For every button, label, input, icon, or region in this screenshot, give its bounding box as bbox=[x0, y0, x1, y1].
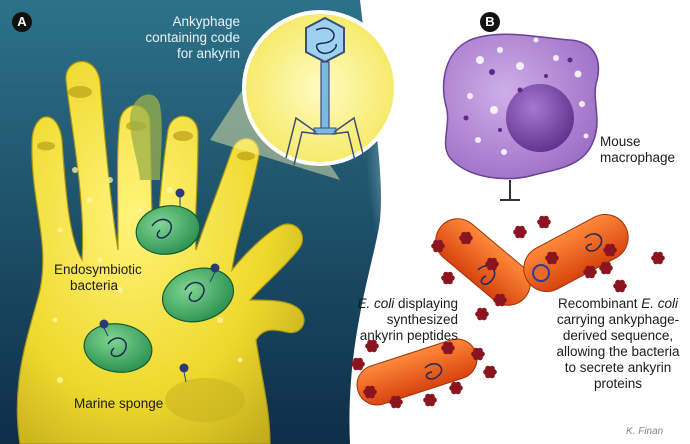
label-ecoli-displaying-line-2: synthesized bbox=[386, 312, 458, 327]
label-endosymbiotic-line-1: Endosymbiotic bbox=[54, 262, 142, 277]
artist-signature: K. Finan bbox=[626, 426, 664, 437]
ankyrin-protein bbox=[471, 347, 485, 361]
label-ecoli-displaying: E. coli displaying synthesized ankyrin p… bbox=[342, 296, 458, 344]
ankyrin-protein bbox=[483, 365, 497, 379]
ankyrin-protein bbox=[449, 381, 463, 395]
ankyrin-protein bbox=[545, 251, 559, 265]
ecoli-displaying bbox=[356, 218, 531, 406]
ankyrin-protein bbox=[493, 293, 507, 307]
ankyrin-protein bbox=[431, 239, 445, 253]
label-recombinant-line-4: allowing the bacteria bbox=[556, 344, 680, 359]
label-recombinant-line-6: proteins bbox=[593, 376, 643, 391]
panel-b-badge: B bbox=[480, 12, 500, 32]
ankyrin-protein bbox=[513, 225, 527, 239]
label-recombinant-line-5: to secrete ankyrin bbox=[564, 360, 672, 375]
label-marine-sponge: Marine sponge bbox=[74, 396, 164, 411]
panel-a-badge: A bbox=[12, 12, 32, 32]
label-endosymbiotic-line-2: bacteria bbox=[70, 278, 119, 293]
label-recombinant: Recombinant E. coli carrying ankyphage- … bbox=[548, 296, 688, 392]
ankyrin-protein bbox=[583, 265, 597, 279]
ankyrin-protein bbox=[459, 231, 473, 245]
ankyrin-protein bbox=[441, 271, 455, 285]
inhibition-symbol bbox=[500, 180, 520, 201]
ankyrin-protein bbox=[599, 261, 613, 275]
label-ankyphage: Ankyphage containing code for ankyrin bbox=[110, 14, 240, 62]
ankyrin-protein bbox=[351, 357, 365, 371]
ankyrin-protein bbox=[651, 251, 665, 265]
label-macrophage-line-2: macrophage bbox=[600, 150, 676, 165]
inset-circle bbox=[242, 10, 398, 166]
ankyrin-protein bbox=[485, 257, 499, 271]
label-ecoli-italic: E. coli bbox=[357, 296, 395, 311]
label-recombinant-first: Recombinant bbox=[557, 296, 642, 311]
ankyrin-protein bbox=[365, 339, 379, 353]
ankyrin-protein bbox=[603, 243, 617, 257]
endosymbiotic-bacteria bbox=[83, 188, 235, 383]
label-ankyphage-line-2: containing code bbox=[145, 30, 240, 45]
ankyrin-protein bbox=[423, 393, 437, 407]
ankyrin-protein bbox=[389, 395, 403, 409]
label-ankyphage-line-3: for ankyrin bbox=[176, 46, 240, 61]
label-recombinant-line-2: carrying ankyphage- bbox=[556, 312, 680, 327]
label-recombinant-italic: E. coli bbox=[641, 296, 679, 311]
ankyrin-protein bbox=[363, 385, 377, 399]
ankyphage-drawing bbox=[285, 16, 365, 166]
mouse-macrophage bbox=[442, 33, 600, 180]
label-recombinant-line-3: derived sequence, bbox=[562, 328, 674, 343]
label-macrophage-line-1: Mouse bbox=[600, 134, 641, 149]
label-ecoli-displaying-rest: displaying bbox=[394, 296, 458, 311]
label-macrophage: Mouse macrophage bbox=[600, 134, 675, 166]
label-endosymbiotic: Endosymbiotic bacteria bbox=[54, 262, 142, 294]
ankyrin-protein bbox=[537, 215, 551, 229]
ankyrin-protein bbox=[475, 307, 489, 321]
ankyrin-protein bbox=[613, 279, 627, 293]
label-ecoli-displaying-line-3: ankyrin peptides bbox=[359, 328, 458, 343]
ankyrin-protein bbox=[441, 341, 455, 355]
label-ankyphage-line-1: Ankyphage bbox=[172, 14, 240, 29]
